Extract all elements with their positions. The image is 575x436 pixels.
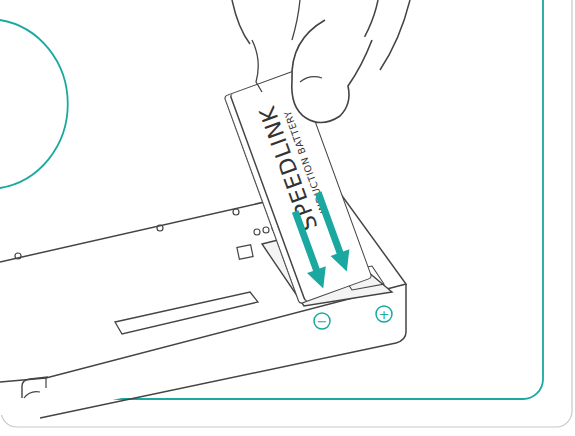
- polarity-circle: [376, 306, 392, 322]
- device-hole: [157, 225, 163, 231]
- device-corner: [45, 378, 46, 388]
- finger-line: [292, 0, 300, 40]
- compartment-latch: [237, 245, 253, 260]
- contact-pin: [263, 227, 269, 233]
- device-notch: [24, 392, 40, 398]
- finger-line: [232, 0, 250, 44]
- polarity-sign: +: [379, 308, 390, 321]
- polarity-circle: [314, 313, 330, 329]
- detail-circle: [0, 20, 68, 188]
- finger-line: [350, 0, 378, 60]
- contact-pin: [254, 229, 260, 235]
- device-hole: [233, 209, 239, 215]
- polarity-sign: −: [317, 315, 328, 328]
- direction-arrow: [309, 189, 357, 275]
- device-notch: [22, 377, 48, 398]
- finger-line: [380, 0, 410, 70]
- device-hole: [15, 253, 21, 259]
- thumb-crease: [300, 77, 322, 82]
- device-front-edge: [40, 284, 406, 418]
- device-slot: [115, 292, 258, 334]
